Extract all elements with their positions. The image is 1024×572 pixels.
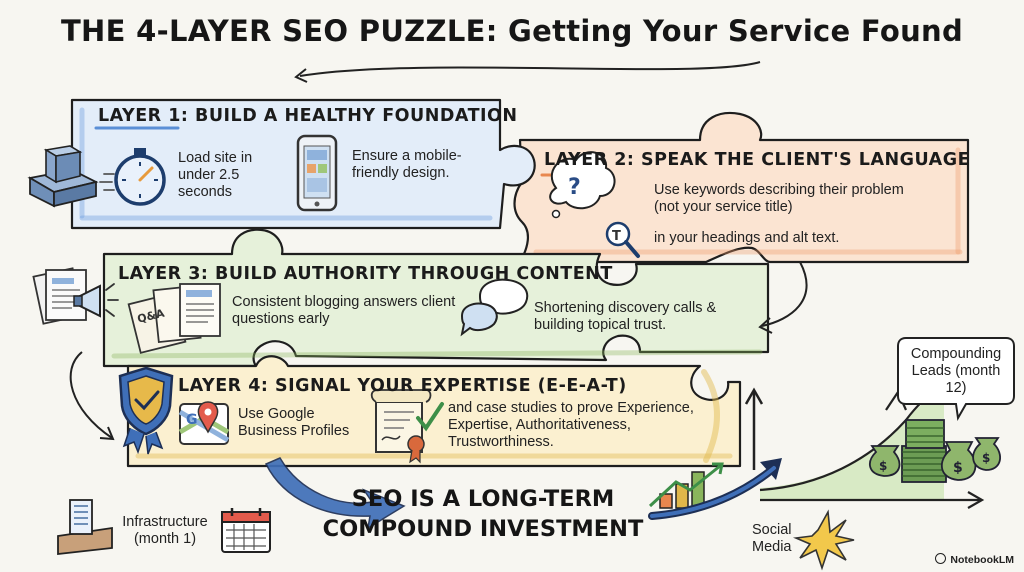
shield-icon bbox=[118, 366, 174, 455]
layer3-item-discovery: Shortening discovery calls & building to… bbox=[534, 300, 717, 333]
layer1-item-mobile: Ensure a mobile-friendly design. bbox=[352, 148, 462, 181]
brand-logo-icon bbox=[935, 553, 947, 564]
layer2-heading: LAYER 2: SPEAK THE CLIENT'S LANGUAGE bbox=[544, 150, 971, 170]
svg-text:$: $ bbox=[953, 460, 963, 476]
question-bubble-icon: ? bbox=[549, 151, 616, 219]
magnifier-icon: T bbox=[605, 221, 640, 258]
building-icon bbox=[57, 499, 113, 556]
connector-arrow bbox=[69, 351, 113, 439]
megaphone-icon bbox=[73, 283, 119, 318]
stopwatch-icon bbox=[99, 148, 166, 206]
svg-text:$: $ bbox=[982, 451, 990, 465]
timeline-start-label: Infrastructure (month 1) bbox=[122, 514, 208, 547]
timeline-middle-label: Social Media bbox=[752, 522, 792, 555]
svg-text:G: G bbox=[186, 412, 198, 428]
layer1-heading: LAYER 1: BUILD A HEALTHY FOUNDATION bbox=[98, 106, 518, 126]
svg-text:?: ? bbox=[568, 175, 581, 200]
documents-icon bbox=[32, 267, 87, 325]
money-stack-icon bbox=[901, 419, 947, 483]
layer4-piece bbox=[126, 355, 742, 468]
leads-speech-bubble bbox=[897, 337, 1015, 422]
money-bag-icon: $ bbox=[941, 441, 977, 481]
layer3-item-blogging: Consistent blogging answers client quest… bbox=[232, 294, 456, 327]
layer4-item-business-profiles: Use Google Business Profiles bbox=[238, 406, 350, 439]
timeline-end-label: Compounding Leads (month 12) bbox=[910, 346, 1002, 396]
layer3-heading: LAYER 3: BUILD AUTHORITY THROUGH CONTENT bbox=[118, 264, 613, 284]
google-maps-icon: G bbox=[178, 401, 230, 445]
svg-text:T: T bbox=[612, 229, 621, 244]
chat-bubbles-icon bbox=[460, 278, 529, 337]
growth-arrow bbox=[648, 464, 778, 520]
page-title: THE 4-LAYER SEO PUZZLE: Getting Your Ser… bbox=[60, 14, 964, 48]
layer4-heading: LAYER 4: SIGNAL YOUR EXPERTISE (E-E-A-T) bbox=[178, 376, 627, 396]
layer2-item-headings: in your headings and alt text. bbox=[654, 230, 840, 246]
money-bag-icon: $ bbox=[869, 445, 901, 477]
svg-text:$: $ bbox=[879, 459, 887, 473]
calendar-icon bbox=[221, 508, 271, 553]
certificate-icon bbox=[370, 389, 444, 464]
layer3-piece bbox=[102, 228, 770, 368]
brand-label: NotebookLM bbox=[935, 553, 1014, 566]
title-arrow bbox=[299, 61, 761, 77]
layer4-item-case-studies: and case studies to prove Experience, Ex… bbox=[448, 400, 694, 450]
layer2-item-keywords: Use keywords describing their problem (n… bbox=[654, 182, 904, 215]
investment-caption: SEO IS A LONG-TERM COMPOUND INVESTMENT bbox=[322, 486, 644, 542]
layer1-item-load-speed: Load site in under 2.5 seconds bbox=[178, 150, 253, 200]
swoosh-arrow bbox=[264, 457, 406, 530]
brand-text: NotebookLM bbox=[950, 554, 1014, 566]
qa-documents-icon: Q&A bbox=[127, 283, 221, 354]
money-bag-icon: $ bbox=[972, 437, 1001, 471]
server-icon bbox=[27, 145, 99, 208]
smartphone-icon bbox=[296, 134, 338, 212]
connector-arrow bbox=[761, 261, 808, 327]
spark-icon bbox=[792, 509, 855, 571]
